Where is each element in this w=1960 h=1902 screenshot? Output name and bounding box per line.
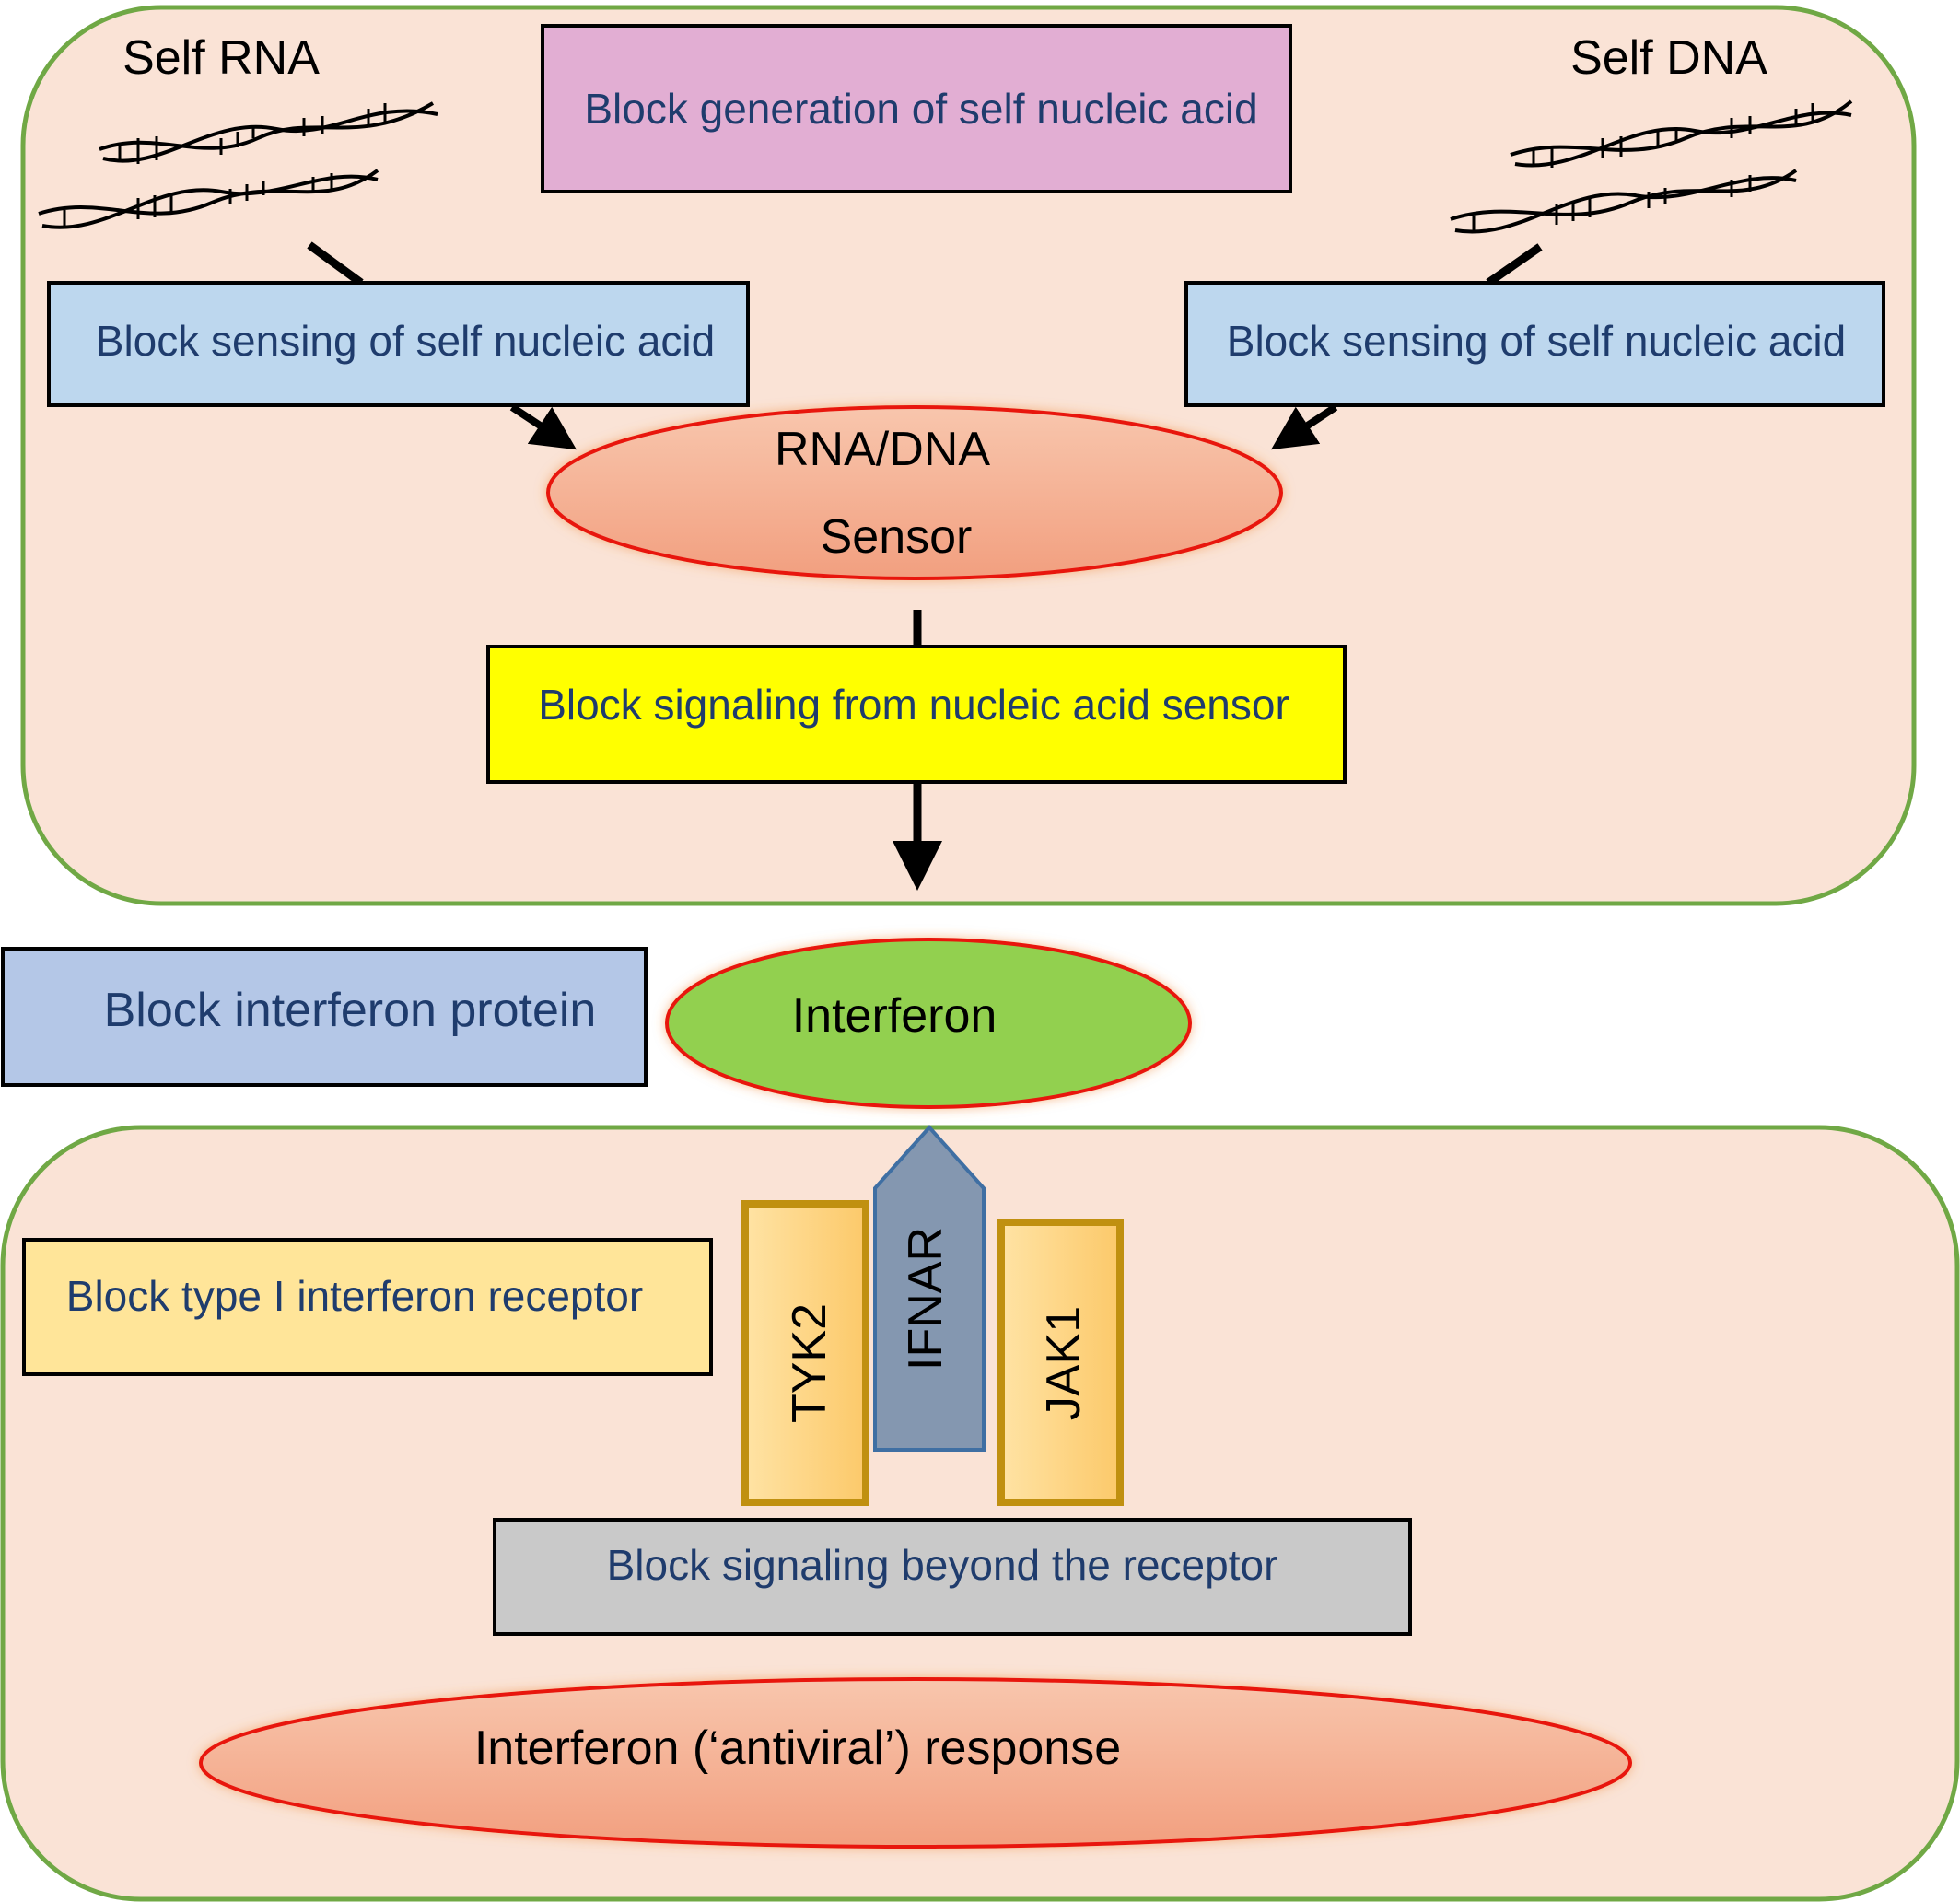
block-interferon-protein-label: Block interferon protein <box>104 984 597 1037</box>
tyk2-kinase <box>741 1200 869 1506</box>
block-generation-label: Block generation of self nucleic acid <box>584 85 1257 133</box>
block-signaling-beyond-label: Block signaling beyond the receptor <box>607 1541 1278 1589</box>
self-rna-helix-icon <box>38 101 438 229</box>
block-receptor-label: Block type I interferon receptor <box>66 1272 643 1320</box>
block-signaling-beyond-box <box>493 1518 1412 1636</box>
rna-dna-sensor-ellipse <box>546 405 1283 580</box>
self-rna-label: Self RNA <box>122 31 320 85</box>
ifnar-receptor <box>873 1124 986 1452</box>
self-dna-label: Self DNA <box>1570 31 1768 85</box>
sensor-label-line1: RNA/DNA <box>775 423 990 476</box>
ifnar-label: IFNAR <box>899 1227 952 1371</box>
tyk2-label: TYK2 <box>783 1303 836 1423</box>
block-signaling-sensor-label: Block signaling from nucleic acid sensor <box>538 681 1289 729</box>
dna-connector <box>1486 243 1543 286</box>
block-generation-box <box>541 24 1292 193</box>
block-interferon-protein-box <box>1 947 648 1087</box>
sensing-right-arrow <box>1270 403 1338 450</box>
jak1-label: JAK1 <box>1037 1306 1091 1420</box>
sensing-left-arrow <box>509 403 578 450</box>
block-sensing-left-box <box>47 281 750 407</box>
block-sensing-right-label: Block sensing of self nucleic acid <box>1227 317 1846 365</box>
self-dna-helix-icon <box>1450 99 1853 234</box>
block-sensing-right-box <box>1184 281 1885 407</box>
jak1-kinase <box>998 1219 1124 1506</box>
interferon-response-ellipse <box>199 1677 1632 1849</box>
interferon-ellipse <box>665 938 1192 1109</box>
rna-connector <box>307 241 364 286</box>
sensor-label-line2: Sensor <box>821 510 973 564</box>
block-receptor-box <box>22 1238 713 1376</box>
block-signaling-sensor-box <box>486 645 1347 784</box>
interferon-response-label: Interferon (‘antiviral’) response <box>474 1721 1121 1775</box>
block-sensing-left-label: Block sensing of self nucleic acid <box>96 317 715 365</box>
interferon-label: Interferon <box>792 989 998 1043</box>
